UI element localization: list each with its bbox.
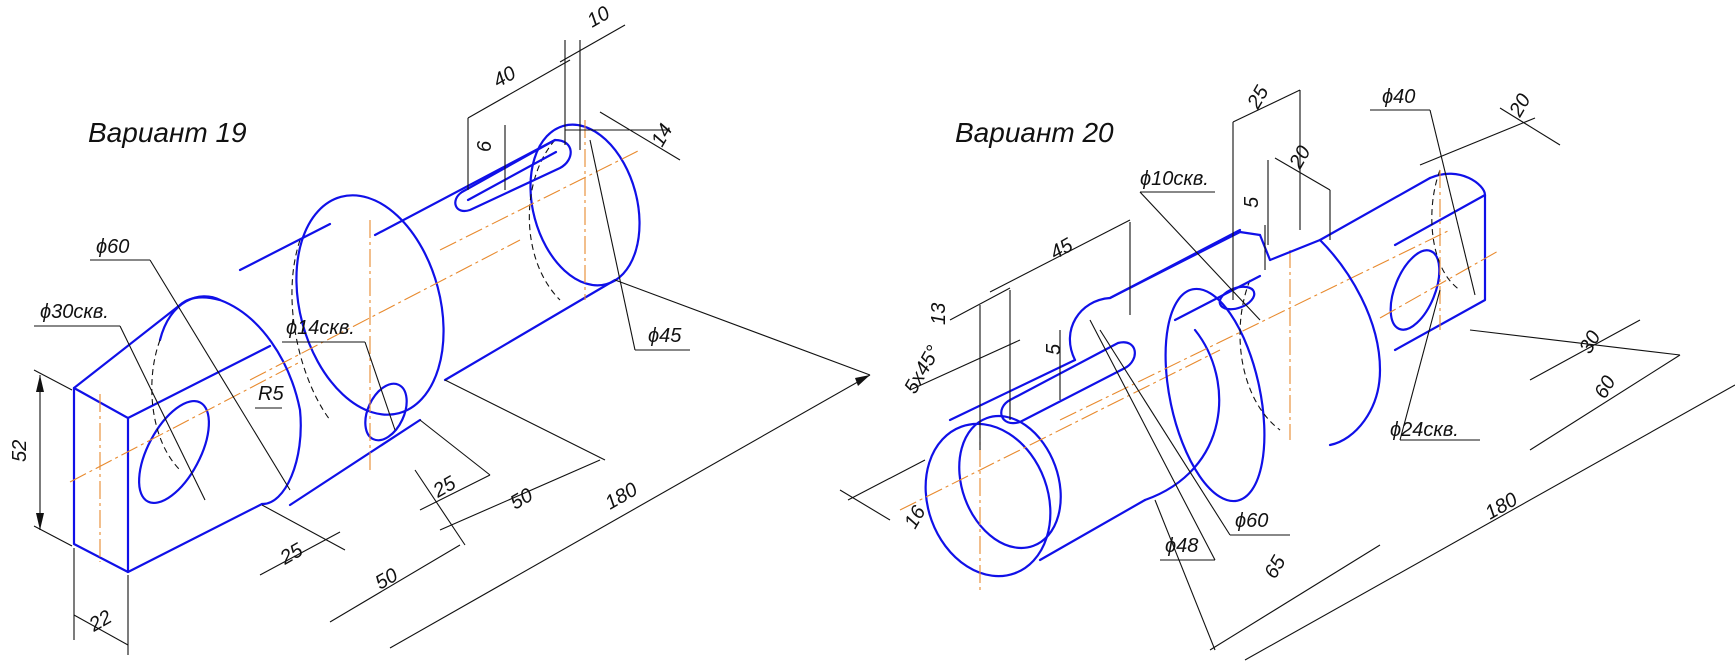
variant-19-dimensions: 52 22 25 50 25 50 180 40 — [9, 2, 871, 655]
dim-phi45: ϕ45 — [648, 325, 682, 347]
dim-phi24: ϕ24скв. — [1390, 419, 1459, 441]
dim-phi10: ϕ10скв. — [1140, 168, 1209, 190]
dim-180-v20: 180 — [1482, 489, 1522, 525]
shaft-cylinder — [373, 120, 641, 382]
dim-5-top: 5 — [1241, 196, 1263, 208]
dim-6: 6 — [474, 140, 496, 152]
rounded-end — [151, 295, 302, 506]
variant-20-drawing: Вариант 20 — [839, 81, 1735, 661]
dim-65: 65 — [1260, 551, 1291, 582]
dim-10: 10 — [584, 2, 614, 32]
dim-52: 52 — [9, 440, 31, 462]
central-cylinder — [1059, 228, 1451, 503]
left-keyway — [1000, 341, 1136, 425]
dim-25-v20: 25 — [1243, 81, 1274, 113]
dim-r5: R5 — [258, 383, 284, 405]
dim-40: 40 — [490, 62, 520, 92]
dim-25-bottom: 25 — [276, 539, 308, 570]
dim-phi60-v20: ϕ60 — [1235, 510, 1268, 532]
dim-20-mid: 20 — [1285, 142, 1316, 173]
dim-phi60: ϕ60 — [96, 236, 129, 258]
dim-45: 45 — [1047, 234, 1078, 265]
dim-50-bottom: 50 — [372, 564, 402, 594]
dim-20-right: 20 — [1505, 90, 1536, 121]
dim-5-key: 5 — [1043, 343, 1065, 355]
dim-phi30: ϕ30скв. — [40, 301, 109, 323]
base-plate — [69, 303, 301, 574]
dim-phi48: ϕ48 — [1165, 535, 1198, 557]
variant-20-title: Вариант 20 — [955, 117, 1114, 148]
dim-phi40: ϕ40 — [1382, 86, 1415, 108]
variant-19-drawing: Вариант 19 — [9, 2, 871, 655]
dim-13: 13 — [928, 303, 950, 325]
dim-phi14: ϕ14скв. — [286, 317, 355, 339]
dim-50-middle: 50 — [507, 484, 537, 514]
large-cylinder — [238, 194, 521, 507]
dim-16: 16 — [900, 501, 931, 532]
dim-chamfer: 5x45° — [900, 342, 945, 397]
variant-19-title: Вариант 19 — [88, 117, 247, 148]
dim-14: 14 — [647, 120, 677, 150]
right-flange — [1268, 169, 1501, 447]
dim-22: 22 — [85, 606, 116, 637]
dim-60-v20: 60 — [1590, 372, 1620, 402]
variant-20-dimensions: 16 65 180 60 30 ϕ24скв. ϕ40 20 25 — [839, 81, 1735, 661]
